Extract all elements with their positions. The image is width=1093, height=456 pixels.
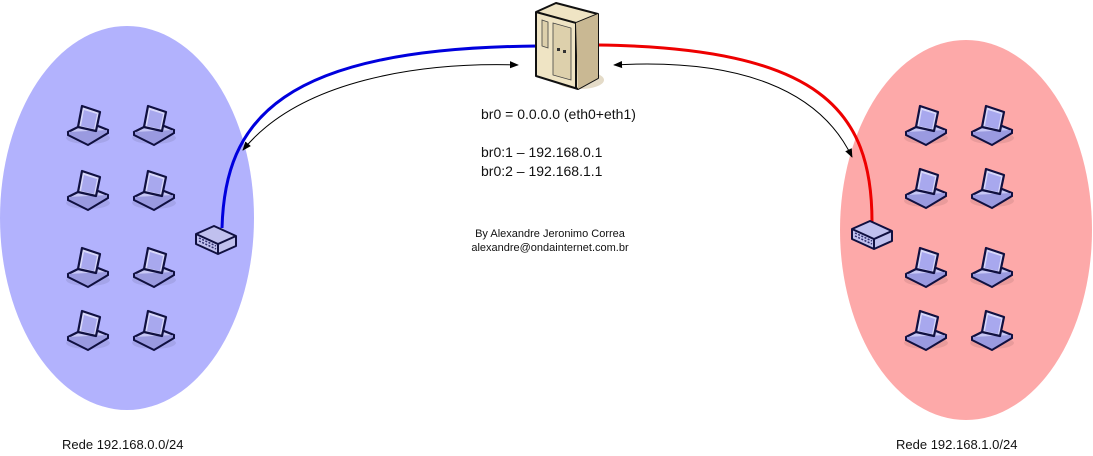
link-left bbox=[220, 44, 539, 229]
network-label-right: Rede 192.168.1.0/24 bbox=[896, 437, 1018, 452]
bridge-br0-text: br0 = 0.0.0.0 (eth0+eth1) bbox=[481, 106, 636, 122]
author-text: By Alexandre Jeronimo Correa bbox=[475, 228, 625, 240]
link-right bbox=[597, 43, 874, 223]
network-zone-left bbox=[0, 26, 254, 410]
server-icon bbox=[535, 2, 604, 90]
email-text: alexandre@ondainternet.com.br bbox=[471, 242, 629, 254]
bridge-br0-1-text: br0:1 – 192.168.0.1 bbox=[481, 144, 603, 160]
bridge-br0-2-text: br0:2 – 192.168.1.1 bbox=[481, 163, 603, 179]
network-zone-right bbox=[840, 40, 1092, 420]
network-label-left: Rede 192.168.0.0/24 bbox=[62, 437, 184, 452]
arrow-right bbox=[613, 60, 853, 158]
arrow-left bbox=[242, 61, 519, 151]
